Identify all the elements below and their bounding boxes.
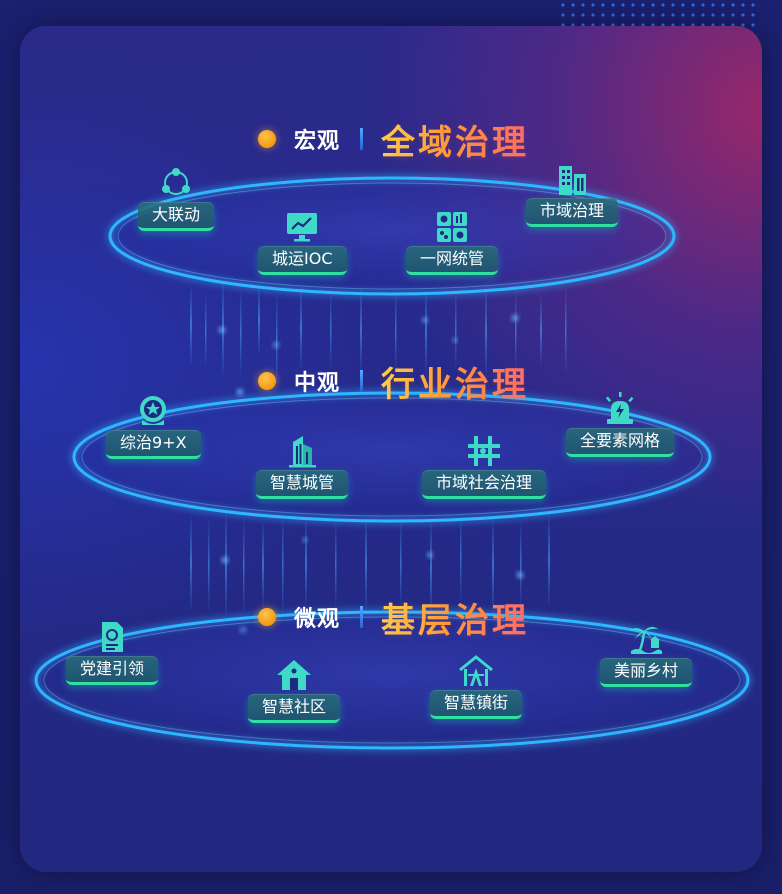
light-beams-upper [190,280,567,395]
node-dang-jian-yin-ling[interactable]: 党建引领 [66,620,159,685]
layer-title-micro: 微观 基层治理 [258,592,529,642]
node-shi-yu-zhi-li[interactable]: 市域治理 [526,162,619,227]
node-yi-wang-tong-guan[interactable]: 一网统管 [406,210,499,275]
node-shi-yu-she-hui-zhi-li[interactable]: 市域社会治理 [422,434,547,499]
platform-disc-micro [34,610,750,750]
layer-headline: 全域治理 [381,115,529,164]
title-separator [360,370,364,392]
node-da-lian-dong[interactable]: 大联动 [138,166,215,231]
node-label: 党建引领 [66,656,159,685]
node-cheng-yun-ioc[interactable]: 城运IOC [258,210,347,275]
node-zhi-hui-she-qu[interactable]: 智慧社区 [248,658,341,723]
title-separator [360,128,364,150]
network-nodes-icon [157,166,195,200]
node-label: 综治9+X [106,430,201,459]
node-label: 全要素网格 [566,428,675,457]
platform-disc-meso [72,391,712,523]
office-building-icon [283,434,321,468]
node-label: 市域治理 [526,198,619,227]
node-quan-yao-su-wang-ge[interactable]: 全要素网格 [566,392,675,457]
bullet-dot [258,608,276,626]
city-buildings-icon [553,162,591,196]
light-beams-lower [190,512,550,633]
node-zhi-hui-zhen-jie[interactable]: 智慧镇街 [430,654,523,719]
bullet-dot [258,372,276,390]
node-label: 大联动 [138,202,215,231]
palm-island-icon [627,622,665,656]
dot-pattern-decoration [558,0,758,30]
node-label: 智慧镇街 [430,690,523,719]
alarm-light-icon [601,392,639,426]
town-gate-icon [457,654,495,688]
bullet-dot [258,130,276,148]
layer-title-meso: 中观 行业治理 [258,356,529,406]
layer-scope: 微观 [294,607,341,632]
node-zhi-hui-cheng-guan[interactable]: 智慧城管 [256,434,349,499]
layer-scope: 中观 [294,371,341,396]
layer-headline: 行业治理 [381,357,529,406]
node-mei-li-xiang-cun[interactable]: 美丽乡村 [600,622,693,687]
node-label: 市域社会治理 [422,470,547,499]
layer-scope: 宏观 [294,129,341,154]
party-document-icon [93,620,131,654]
node-label: 一网统管 [406,246,499,275]
node-label: 美丽乡村 [600,658,693,687]
node-label: 城运IOC [258,246,347,275]
grid-hash-icon [465,434,503,468]
police-emblem-icon [134,394,172,428]
layer-title-macro: 宏观 全域治理 [258,114,529,164]
house-icon [275,658,313,692]
title-separator [360,606,364,628]
monitor-chart-icon [283,210,321,244]
node-label: 智慧社区 [248,694,341,723]
layer-headline: 基层治理 [381,593,529,642]
dashboard-grid-icon [433,210,471,244]
node-zong-zhi[interactable]: 综治9+X [106,394,201,459]
node-label: 智慧城管 [256,470,349,499]
